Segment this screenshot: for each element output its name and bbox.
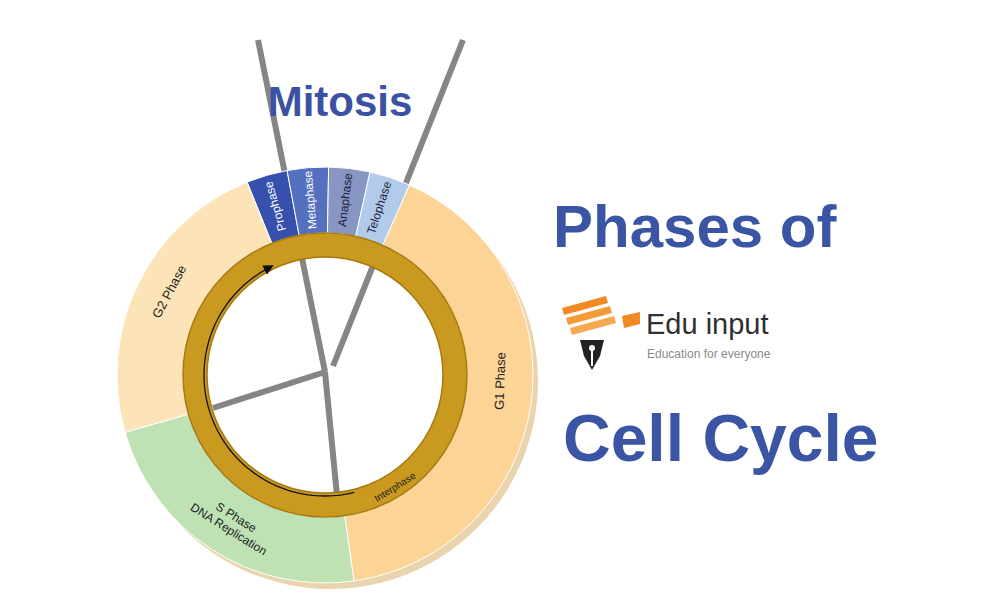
- label-holder: Metaphase: [301, 170, 319, 229]
- phase-label: Anaphase: [336, 173, 356, 228]
- phase-label: G2 Phase: [149, 263, 189, 321]
- title-line: Cell Cycle: [563, 400, 879, 476]
- anaphase-segment: Anaphase: [100, 150, 550, 600]
- segment-fill: [183, 233, 467, 517]
- prophase-segment: Prophase: [100, 150, 550, 600]
- label-holder: Telophase: [365, 180, 395, 236]
- g2-phase-segment: G2 Phase: [100, 150, 550, 600]
- logo-icon: [562, 296, 640, 370]
- label-holder: Interphase: [372, 470, 418, 504]
- phase-label: Telophase: [365, 180, 395, 236]
- segment-shape: [100, 150, 550, 600]
- segment-shape: [100, 150, 550, 600]
- phase-label: Prophase: [262, 179, 290, 232]
- phase-label: Interphase: [372, 470, 418, 504]
- label-holder: S PhaseDNA Replication: [187, 489, 276, 559]
- segment-shape: [100, 150, 550, 600]
- s-phase-segment: S PhaseDNA Replication: [100, 150, 550, 600]
- phase-label: DNA Replication: [187, 501, 268, 559]
- cycle-arrow: [204, 266, 354, 496]
- mitosis-label: Mitosis: [268, 78, 413, 126]
- segment-fill: [345, 185, 533, 581]
- phase-label: G1 Phase: [492, 352, 509, 410]
- branch-lines: [213, 40, 463, 578]
- label-holder: G2 Phase: [149, 263, 189, 321]
- segment-fill: [356, 172, 410, 245]
- label-holder: Anaphase: [336, 173, 356, 228]
- logo-name: Edu input: [646, 308, 769, 341]
- segment-fill: [287, 167, 329, 235]
- segment-shape: [100, 150, 550, 600]
- title-line: Phases of: [553, 192, 836, 261]
- metaphase-segment: Metaphase: [100, 150, 550, 600]
- segment-fill: [117, 182, 272, 432]
- segment-fill: [247, 170, 299, 243]
- logo-tagline: Education for everyone: [647, 347, 770, 361]
- segment-shape: [100, 150, 550, 600]
- segment-fill: [125, 414, 354, 583]
- segment-fill: [327, 167, 370, 236]
- segment-shape: [100, 150, 550, 600]
- label-holder: G1 Phase: [492, 352, 509, 410]
- telophase-segment: Telophase: [100, 150, 550, 600]
- segment-shape: [100, 150, 550, 600]
- segment-shape: [100, 150, 550, 600]
- phase-label: S Phase: [195, 489, 276, 547]
- label-holder: Prophase: [262, 179, 290, 232]
- phase-label: Metaphase: [301, 170, 319, 229]
- g1-phase-segment: G1 Phase: [100, 150, 550, 600]
- ring-shadow: [122, 173, 538, 589]
- interphase-ring: Interphase: [100, 150, 550, 600]
